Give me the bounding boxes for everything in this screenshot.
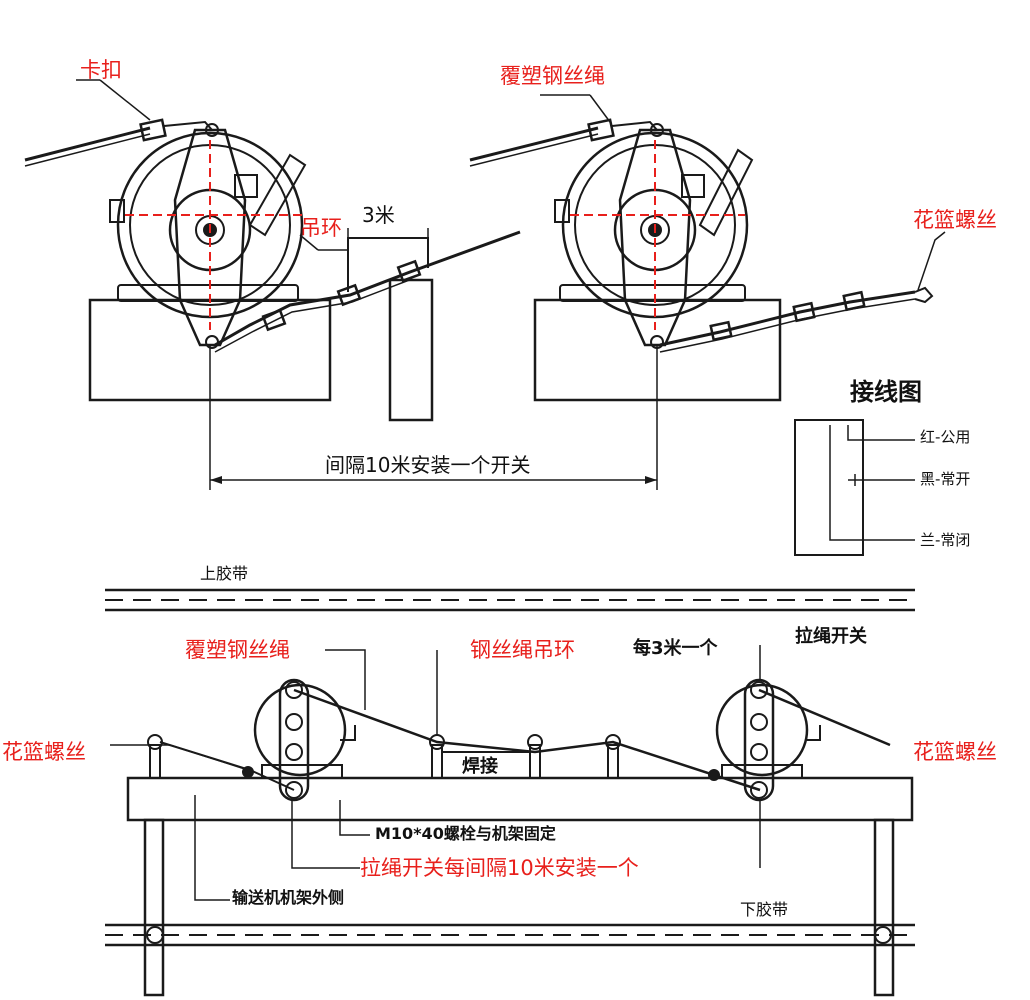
left-upper-rope [24, 126, 151, 162]
label-coated-rope-bottom: 覆塑钢丝绳 [185, 638, 290, 662]
support-post [388, 278, 434, 422]
label-turnbuckle-left: 花篮螺丝 [2, 740, 86, 764]
right-upper-rope [469, 126, 599, 162]
wiring-red-common: 红-公用 [920, 428, 971, 446]
label-lifting-ring: 吊环 [300, 216, 342, 240]
label-three-m: 3米 [362, 203, 395, 227]
clip-part [139, 118, 167, 142]
label-clip: 卡扣 [80, 58, 122, 82]
label-every-3m: 每3米一个 [633, 638, 718, 659]
label-switch-interval: 拉绳开关每间隔10米安装一个 [360, 856, 639, 880]
label-weld: 焊接 [462, 756, 498, 777]
bottom-rope-left [293, 688, 761, 792]
label-turnbuckle-top: 花篮螺丝 [913, 208, 997, 232]
label-interval: 间隔10米安装一个开关 [325, 453, 531, 477]
wiring-title: 接线图 [850, 378, 922, 406]
label-lower-belt: 下胶带 [740, 900, 789, 919]
bottom-left-switch [253, 678, 356, 802]
label-pull-switch: 拉绳开关 [795, 626, 867, 647]
lower-belt [105, 923, 915, 947]
wiring-black-no: 黑-常开 [920, 470, 971, 488]
label-frame-outside: 输送机机架外侧 [232, 888, 345, 907]
label-rope-ring: 钢丝绳吊环 [470, 638, 575, 662]
conveyor-frame-beam [126, 776, 914, 822]
label-upper-belt: 上胶带 [200, 564, 249, 583]
bottom-right-switch [715, 678, 821, 802]
wiring-box [794, 419, 864, 556]
upper-belt [105, 588, 915, 612]
wiring-blue-nc: 兰-常闭 [920, 531, 971, 549]
label-bolt: M10*40螺栓与机架固定 [375, 824, 556, 843]
label-coated-rope-top: 覆塑钢丝绳 [500, 64, 605, 88]
label-turnbuckle-right: 花篮螺丝 [913, 740, 997, 764]
turnbuckle-top [914, 286, 934, 304]
